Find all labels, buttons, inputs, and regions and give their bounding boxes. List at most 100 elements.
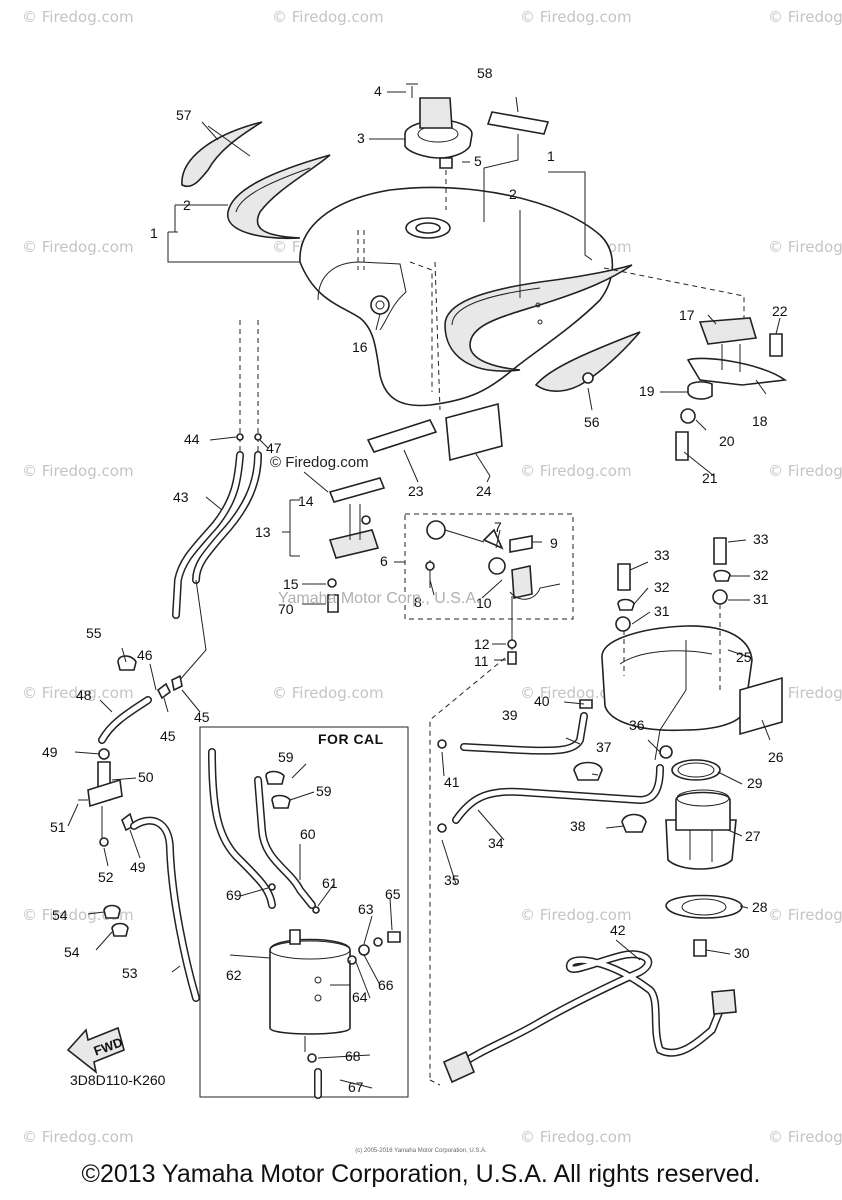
watermark: © Firedog.com [768,1128,842,1146]
callout-number: 17 [679,307,695,323]
callout-number: 69 [226,887,242,903]
callout-number: 36 [629,717,645,733]
callout-number: 54 [52,907,68,923]
callout-number: 54 [64,944,80,960]
watermark: © Firedog.com [768,462,842,480]
callout-number: 2 [183,197,191,213]
callout-number: 28 [752,899,768,915]
callout-number: 1 [150,225,158,241]
collar [680,408,696,424]
callout-number: 48 [76,687,92,703]
grommet [370,295,390,315]
callout-number: 70 [278,601,294,617]
callout-number: 13 [255,524,271,540]
callout-number: 64 [352,989,368,1005]
callout-number: 25 [736,649,752,665]
callout-number: 42 [610,922,626,938]
watermark: © Firedog.com [768,8,842,26]
fuel-cap [404,83,473,159]
callout-number: 57 [176,107,192,123]
callout-number: 18 [752,413,768,429]
callout-number: 21 [702,470,718,486]
callout-number: 26 [768,749,784,765]
callout-number: 50 [138,769,154,785]
callout-number: 33 [654,547,670,563]
watermark: © Firedog.com [270,454,369,471]
callout-number: 58 [477,65,493,81]
callout-number: 22 [772,303,788,319]
tank-decal-right [444,264,633,372]
watermark: © Firedog.com [520,8,632,26]
callout-number: 55 [86,625,102,641]
canister-hoses [208,748,320,914]
watermark: © Firedog.com [22,1128,134,1146]
callout-number: 15 [283,576,299,592]
callout-number: 12 [474,636,490,652]
watermark: © Firedog.com [520,906,632,924]
callout-number: 5 [474,153,482,169]
callout-number: 4 [374,83,382,99]
callout-number: 68 [345,1048,361,1064]
watermark: © Firedog.com [520,1128,632,1146]
callout-number: 35 [444,872,460,888]
callout-number: 33 [753,531,769,547]
callout-number: 49 [42,744,58,760]
callout-number: 41 [444,774,460,790]
callout-number: 53 [122,965,138,981]
diagram-code: 3D8D110-K260 [70,1072,166,1088]
callout-number: 61 [322,875,338,891]
watermark: © Firedog.com [520,462,632,480]
callout-number: 43 [173,489,189,505]
tiny-copyright: (c) 2005-2016 Yamaha Motor Corporation, … [355,1148,487,1154]
watermark: © Firedog.com [272,8,384,26]
callout-number: 63 [358,901,374,917]
callout-number: 49 [130,859,146,875]
callout-number: 60 [300,826,316,842]
fuel-pump-cover [601,625,783,736]
callout-number: 45 [194,709,210,725]
callout-number: 38 [570,818,586,834]
for-cal-label: FOR CAL [318,731,384,747]
callout-number: 45 [160,728,176,744]
tank-bracket [686,317,788,386]
callout-number: 52 [98,869,114,885]
callout-number: 8 [414,594,422,610]
callout-number: 51 [50,819,66,835]
watermark: © Firedog.com [768,906,842,924]
callout-number: 29 [747,775,763,791]
callout-number: 2 [509,186,517,202]
forward-arrow: FWD [66,1026,125,1074]
label-sticker [486,111,550,135]
callout-number: 11 [474,653,489,669]
watermark: © Firedog.com [768,238,842,256]
watermark: © Firedog.com [22,462,134,480]
fuel-pump [665,789,737,870]
callout-number: 32 [753,567,769,583]
petcock-group-box [404,513,574,620]
callout-number: 65 [385,886,401,902]
bolt [439,157,453,169]
charcoal-canister [269,929,351,1052]
emblem-left [181,121,263,188]
callout-number: 62 [226,967,242,983]
callout-number: 44 [184,431,200,447]
damper-strip [366,419,438,453]
bolt [769,333,783,357]
callout-number: 40 [534,693,550,709]
watermark: Yamaha Motor Corp., U.S.A. [278,590,481,607]
callout-number: 31 [753,591,769,607]
callout-number: 67 [348,1079,364,1095]
fuel-tank [299,186,614,411]
callout-number: 59 [278,749,294,765]
callout-number: 59 [316,783,332,799]
damper [687,381,713,400]
callout-number: 34 [488,835,504,851]
callout-number: 31 [654,603,670,619]
callout-number: 10 [476,595,492,611]
watermark: © Firedog.com [22,684,134,702]
callout-number: 27 [745,828,761,844]
callout-number: 1 [547,148,555,164]
callout-number: 56 [584,414,600,430]
